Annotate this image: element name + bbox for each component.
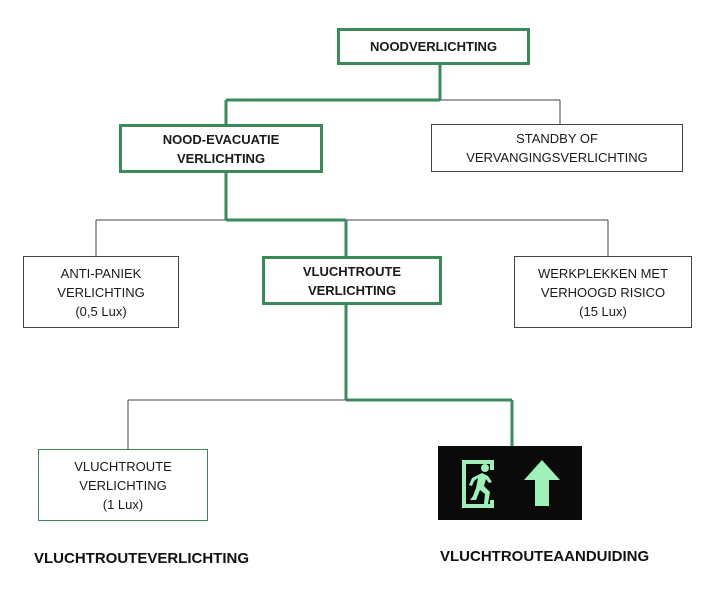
connector-route bbox=[127, 304, 514, 449]
node-label-line: (0,5 Lux) bbox=[75, 303, 127, 319]
running-man-icon bbox=[462, 460, 494, 508]
caption-vluchtrouteaanduiding: VLUCHTROUTEAANDUIDING bbox=[440, 548, 650, 565]
node-label-line: (15 Lux) bbox=[579, 303, 627, 319]
node-label-line: VERLICHTING bbox=[176, 150, 266, 166]
node-label-line: VLUCHTROUTE bbox=[74, 458, 172, 474]
node-label-line: NOOD-EVACUATIE bbox=[162, 131, 280, 147]
node-label-line: VLUCHTROUTE bbox=[302, 263, 402, 279]
caption-vluchtrouteverlichting: VLUCHTROUTEVERLICHTING bbox=[34, 550, 249, 567]
node-noodverlichting: NOODVERLICHTING bbox=[337, 28, 530, 65]
node-label-line: VERHOOGD RISICO bbox=[540, 284, 666, 300]
node-nood-evacuatie-verlichting: NOOD-EVACUATIE VERLICHTING bbox=[119, 124, 323, 173]
node-label-line: STANDBY OF bbox=[516, 131, 598, 146]
node-werkplekken-verhoogd-risico: WERKPLEKKEN MET VERHOOGD RISICO (15 Lux) bbox=[514, 256, 692, 328]
node-label-line: NOODVERLICHTING bbox=[369, 39, 498, 54]
node-label-line: VERLICHTING bbox=[307, 282, 397, 298]
node-label-line: (1 Lux) bbox=[102, 496, 144, 512]
node-label-line: VERLICHTING bbox=[79, 477, 167, 493]
node-vluchtroute-verlichting: VLUCHTROUTE VERLICHTING bbox=[262, 256, 442, 305]
node-anti-paniek-verlichting: ANTI-PANIEK VERLICHTING (0,5 Lux) bbox=[23, 256, 179, 328]
node-label-line: ANTI-PANIEK bbox=[60, 265, 142, 281]
node-label-line: VERVANGINGSVERLICHTING bbox=[466, 150, 648, 165]
node-label-line: VERLICHTING bbox=[57, 284, 145, 300]
node-label-line: WERKPLEKKEN MET bbox=[537, 265, 669, 281]
node-standby-verlichting: STANDBY OF VERVANGINGSVERLICHTING bbox=[431, 124, 683, 172]
exit-sign bbox=[438, 446, 582, 520]
connector-evac bbox=[95, 172, 609, 256]
arrow-up-icon bbox=[524, 460, 560, 506]
exit-sign-graphic bbox=[462, 460, 560, 508]
connector-root bbox=[224, 64, 561, 124]
node-vluchtroute-verlichting-1-lux: VLUCHTROUTE VERLICHTING (1 Lux) bbox=[38, 449, 208, 521]
